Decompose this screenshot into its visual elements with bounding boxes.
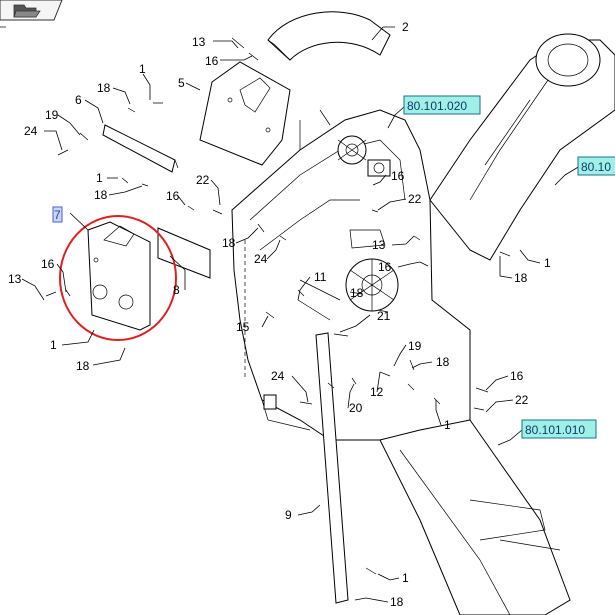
callout-20[interactable]: 20 [349,401,363,415]
callout-16[interactable]: 16 [41,257,55,271]
callout-16[interactable]: 16 [510,369,524,383]
callout-18[interactable]: 18 [514,271,528,285]
callout-13[interactable]: 13 [372,238,386,252]
part-9-bar[interactable] [315,332,349,604]
callout-22[interactable]: 22 [196,173,210,187]
callout-5[interactable]: 5 [178,76,185,90]
highlight-ring [59,215,177,341]
callout-18[interactable]: 18 [94,188,108,202]
callout-18[interactable]: 18 [436,355,450,369]
callout-13[interactable]: 13 [192,35,206,49]
callout-19[interactable]: 19 [408,339,422,353]
upper-bearing[interactable] [367,159,391,177]
callout-18[interactable]: 18 [76,359,90,373]
callout-1[interactable]: 1 [402,571,409,585]
callout-15[interactable]: 15 [236,320,250,334]
part-7-panel[interactable] [87,221,151,331]
callout-1[interactable]: 1 [139,62,146,76]
callout-18[interactable]: 18 [350,286,364,300]
lower-sprocket[interactable] [345,258,399,312]
callout-9[interactable]: 9 [285,508,292,522]
callout-numbers: 2 13 16 5 1 18 6 19 24 1 18 16 22 18 24 … [8,20,551,609]
callout-24[interactable]: 24 [254,252,268,266]
callout-24[interactable]: 24 [24,124,38,138]
reference-link-80-10[interactable]: 80.10 [577,156,615,176]
reference-link-80-101-010[interactable]: 80.101.010 [521,419,597,439]
callout-1[interactable]: 1 [544,256,551,270]
callout-24[interactable]: 24 [271,369,285,383]
svg-text:80.101.020: 80.101.020 [407,99,467,113]
callout-8[interactable]: 8 [173,283,180,297]
fasteners [45,37,511,575]
callout-19[interactable]: 19 [45,108,59,122]
callout-16[interactable]: 16 [205,54,219,68]
part-6-strip[interactable] [102,124,179,173]
callout-22[interactable]: 22 [408,192,422,206]
callout-11[interactable]: 11 [314,270,327,284]
svg-text:80.10: 80.10 [581,160,611,174]
toolbar-button[interactable] [0,0,63,21]
elevator-tube-lower[interactable] [379,419,571,615]
callout-21[interactable]: 21 [377,309,391,323]
folder-open-icon [13,4,41,18]
callout-1[interactable]: 1 [444,418,451,432]
callout-16[interactable]: 16 [391,169,405,183]
callout-13[interactable]: 13 [8,272,22,286]
callout-22[interactable]: 22 [515,393,529,407]
svg-text:80.101.010: 80.101.010 [525,423,585,437]
part-2-cover[interactable] [267,11,391,61]
callout-6[interactable]: 6 [75,93,82,107]
callout-18[interactable]: 18 [390,595,404,609]
part-8-plate[interactable] [157,227,211,279]
callout-16[interactable]: 16 [378,260,392,274]
callout-1[interactable]: 1 [96,171,103,185]
svg-text:7: 7 [54,208,61,222]
callout-1[interactable]: 1 [50,338,57,352]
elevator-tube-upper[interactable] [429,33,615,261]
callout-2[interactable]: 2 [402,20,409,34]
callout-7-selected[interactable]: 7 [52,206,63,223]
callout-12[interactable]: 12 [370,385,384,399]
upper-sprocket[interactable] [337,135,367,165]
reference-link-80-101-020[interactable]: 80.101.020 [403,95,481,115]
part-5-panel[interactable] [199,61,291,166]
callout-16[interactable]: 16 [166,189,180,203]
callout-18[interactable]: 18 [222,236,236,250]
leader-lines [21,26,581,603]
callout-18[interactable]: 18 [97,81,111,95]
